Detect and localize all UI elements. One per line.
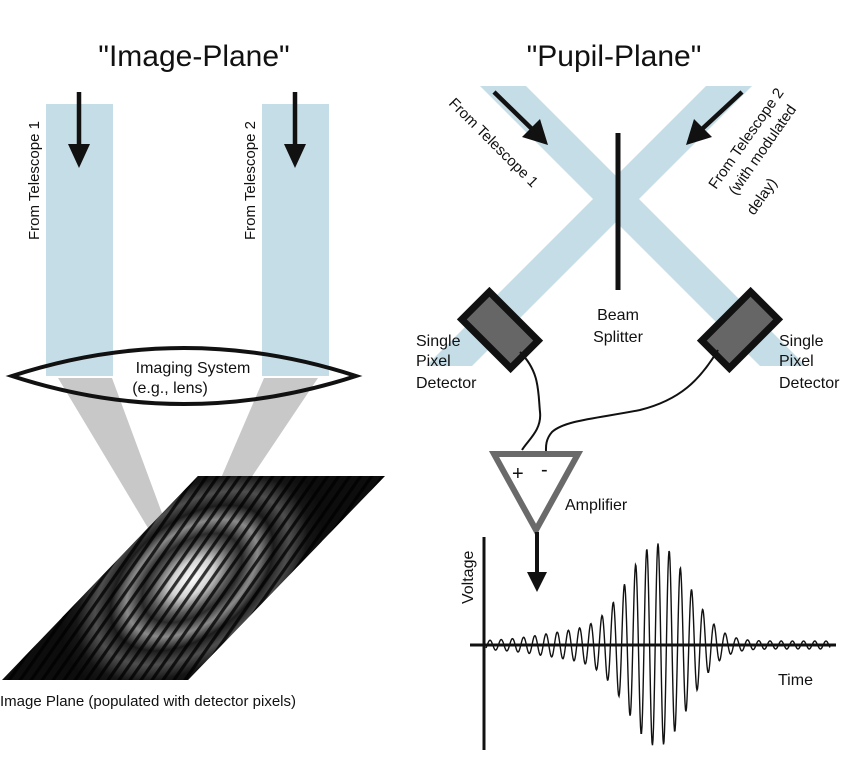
- output-arrow-icon: [527, 532, 547, 592]
- left-detector-wire: [519, 351, 542, 451]
- fringe-signal-wave: [485, 543, 831, 746]
- pupil-beam-2: [426, 86, 752, 366]
- lens-icon: [5, 346, 363, 406]
- pupil-plane-title: "Pupil-Plane": [527, 40, 702, 73]
- amplifier-icon: [488, 451, 584, 537]
- amplifier-plus: +: [512, 463, 524, 485]
- voltage-label: Voltage: [460, 551, 477, 604]
- lens-label-2: (e.g., lens): [132, 380, 208, 397]
- pupil-beam-2-arrow-icon: [686, 90, 744, 145]
- left-detector-label-3: Detector: [416, 375, 477, 392]
- pupil-beam-1-arrow-icon: [492, 90, 548, 145]
- right-detector-label-3: Detector: [779, 375, 840, 392]
- time-label: Time: [778, 672, 813, 689]
- pupil-plane-panel: "Pupil-Plane" Beam Splitter From Telesco…: [416, 40, 840, 592]
- image-plane-panel: "Image-Plane" From Telescope 1 From Tele…: [0, 40, 385, 710]
- right-detector-wire: [544, 349, 719, 453]
- splitter-label-2: Splitter: [593, 329, 643, 346]
- image-plane-title: "Image-Plane": [98, 40, 289, 73]
- right-detector-icon: [696, 286, 784, 374]
- right-detector-label-1: Single: [779, 333, 824, 350]
- left-detector-label-2: Pixel: [416, 353, 451, 370]
- amplifier-minus: -: [541, 459, 548, 481]
- image-plane-label: Image Plane (populated with detector pix…: [0, 693, 296, 710]
- lens-label-1: Imaging System: [136, 360, 251, 377]
- pupil-beam-1: [480, 86, 806, 366]
- beam-2-arrow-icon: [284, 92, 306, 168]
- left-detector-label-1: Single: [416, 333, 461, 350]
- signal-plot: Voltage Time: [460, 537, 836, 750]
- amplifier-label: Amplifier: [565, 497, 628, 514]
- splitter-label-1: Beam: [597, 307, 639, 324]
- image-beam-1-label: From Telescope 1: [26, 121, 43, 240]
- right-detector-label-2: Pixel: [779, 353, 814, 370]
- image-beam-2-label: From Telescope 2: [242, 121, 259, 240]
- beam-1-arrow-icon: [68, 92, 90, 168]
- left-detector-icon: [456, 286, 544, 374]
